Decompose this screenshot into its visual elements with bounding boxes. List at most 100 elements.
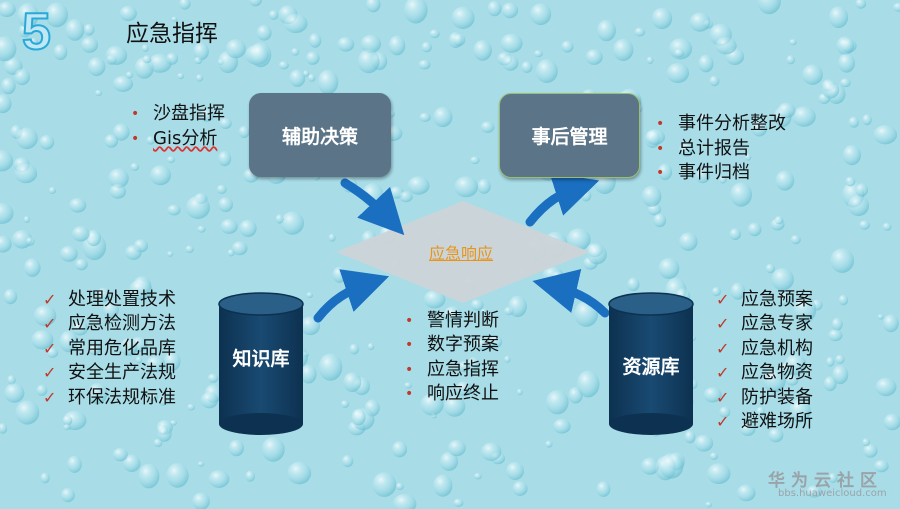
water-drop: [0, 1, 16, 17]
knowledge-cylinder: [218, 292, 304, 435]
water-drop: [729, 228, 741, 241]
water-drop: [709, 452, 719, 460]
water-drop: [94, 90, 103, 96]
water-drop: [278, 61, 289, 70]
water-drop: [823, 376, 837, 392]
water-drop: [125, 245, 142, 260]
water-drop: [473, 40, 492, 61]
resource-base-label: 资源库: [622, 356, 680, 378]
water-drop: [142, 55, 152, 64]
water-drop: [874, 459, 889, 473]
water-drop: [832, 365, 849, 385]
water-drop: [302, 70, 310, 77]
water-drop: [238, 125, 250, 139]
water-drop: [407, 176, 430, 195]
water-drop: [477, 178, 491, 194]
after-management-list: 事件分析整改 总计报告 事件归档: [653, 112, 786, 186]
list-item: 处理处置技术: [43, 288, 176, 313]
water-drop: [249, 42, 272, 68]
water-drop: [771, 268, 794, 291]
water-drop: [65, 19, 85, 41]
water-drop: [453, 33, 466, 47]
water-drop: [45, 2, 68, 28]
water-drop: [170, 420, 177, 426]
water-drop: [112, 75, 134, 92]
water-drop: [167, 204, 181, 216]
water-drop: [698, 54, 714, 73]
water-drop: [60, 488, 75, 503]
water-drop: [835, 354, 845, 364]
water-drop: [862, 438, 870, 447]
water-drop: [196, 74, 204, 82]
water-drop: [138, 463, 160, 489]
water-drop: [332, 266, 347, 283]
water-drop: [186, 195, 210, 219]
water-drop: [576, 370, 600, 398]
water-drop: [838, 53, 855, 73]
water-drop: [0, 94, 12, 114]
water-drop: [545, 440, 553, 448]
water-drop: [166, 156, 176, 164]
water-drop: [627, 277, 640, 292]
water-drop: [150, 165, 171, 186]
water-drop: [838, 294, 849, 306]
water-drop: [280, 211, 304, 235]
water-drop: [684, 430, 696, 444]
water-drop: [130, 162, 140, 171]
water-drop: [393, 493, 417, 509]
water-drop: [587, 244, 607, 265]
water-drop: [508, 295, 527, 318]
water-drop: [474, 473, 482, 480]
water-drop: [24, 258, 41, 277]
water-drop: [207, 373, 219, 383]
water-drop: [404, 0, 428, 24]
water-drop: [341, 455, 354, 468]
water-drop: [546, 390, 569, 415]
water-drop: [216, 184, 227, 194]
water-drop: [15, 127, 38, 150]
list-item: 应急物资: [716, 361, 813, 386]
water-drop: [641, 457, 660, 475]
water-drop: [317, 69, 339, 95]
water-drop: [360, 34, 382, 53]
list-item: 应急机构: [716, 337, 813, 362]
water-drop: [765, 263, 775, 274]
water-drop: [842, 145, 862, 166]
water-drop: [231, 241, 248, 256]
water-drop: [63, 424, 71, 431]
center-diamond-label[interactable]: 应急响应: [428, 244, 493, 263]
watermark-url: bbs.huaweicloud.com: [778, 488, 887, 499]
resource-cylinder: [608, 292, 694, 435]
water-drop: [194, 56, 203, 65]
water-drop: [343, 372, 362, 392]
water-drop: [291, 48, 300, 56]
water-drop: [828, 473, 838, 483]
water-drop: [153, 438, 163, 448]
water-drop: [141, 44, 149, 52]
water-drop: [534, 50, 543, 58]
water-drop: [536, 59, 558, 84]
water-drop: [453, 498, 464, 507]
water-drop: [53, 44, 68, 61]
water-drop: [855, 183, 868, 197]
water-drop: [666, 63, 690, 83]
water-drop: [261, 437, 285, 462]
water-drop: [167, 251, 174, 257]
water-drop: [289, 69, 306, 87]
water-drop: [862, 114, 872, 126]
water-drop: [220, 219, 238, 234]
water-drop: [705, 501, 713, 508]
water-drop: [166, 463, 189, 488]
water-drop: [551, 271, 564, 283]
water-drop: [512, 481, 528, 496]
water-drop: [7, 375, 16, 385]
water-drop: [179, 0, 191, 10]
water-drop: [23, 216, 30, 223]
water-drop: [268, 10, 279, 20]
water-drop: [399, 191, 413, 203]
water-drop: [877, 314, 884, 320]
water-drop: [454, 176, 479, 198]
water-drop: [69, 198, 87, 213]
water-drop: [757, 0, 781, 15]
water-drop: [177, 73, 185, 80]
